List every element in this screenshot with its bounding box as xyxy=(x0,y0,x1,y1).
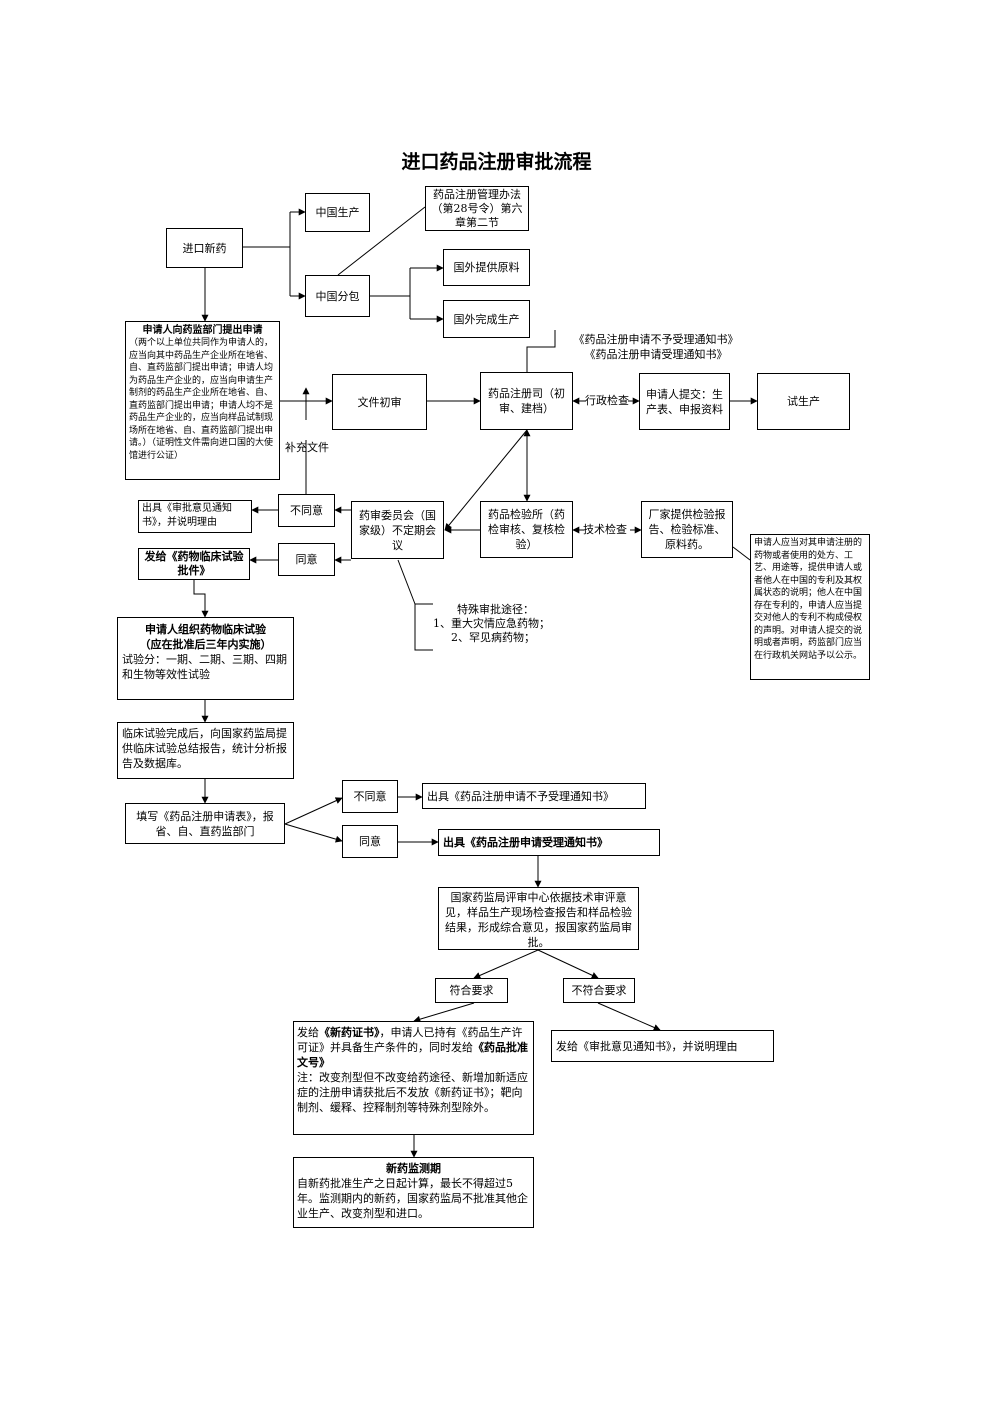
monitoring-title: 新药监测期 xyxy=(386,1162,441,1175)
special-path-item-2: 2、罕见病药物； xyxy=(451,631,535,644)
cert-text-4: 《药品批准文号》 xyxy=(297,1041,528,1069)
node-applicant-submit: 申请人提交：生产表、申报资料 xyxy=(639,373,730,430)
cert-text-1: 发给 xyxy=(297,1026,319,1039)
node-import-new-drug: 进口新药 xyxy=(166,228,243,268)
application-title: 申请人向药监部门提出申请 xyxy=(142,325,263,336)
node-agree-2: 同意 xyxy=(342,825,398,858)
node-clinical-trial: 申请人组织药物临床试验 （应在批准后三年内实施） 试验分：一期、二期、三期、四期… xyxy=(117,617,294,700)
node-approval-notice-reason: 出具《审批意见通知书》，并说明理由 xyxy=(138,500,252,533)
node-disagree-2: 不同意 xyxy=(342,780,398,813)
node-patent-note: 申请人应当对其申请注册的药物或者使用的处方、工艺、用途等，提供申请人或者他人在中… xyxy=(750,534,870,680)
arrow xyxy=(284,797,343,825)
cert-text-2: 《新药证书》 xyxy=(319,1026,380,1039)
notice-accept-label: 《药品注册申请受理通知书》 xyxy=(584,348,728,361)
node-not-accept-notice: 出具《药品注册申请不予受理通知书》 xyxy=(422,783,646,809)
connector xyxy=(732,546,751,561)
monitoring-body: 自新药批准生产之日起计算，最长不得超过5年。监测期内的新药，国家药监局不批准其他… xyxy=(297,1177,528,1220)
node-trial-production: 试生产 xyxy=(757,373,850,430)
node-fill-application-form: 填写《药品注册申请表》，报省、自、直药监部门 xyxy=(125,803,285,844)
node-regulation-note: 药品注册管理办法（第28号令）第六章第二节 xyxy=(425,186,529,231)
node-initial-review: 文件初审 xyxy=(332,374,427,430)
application-body: （两个以上单位共同作为申请人的，应当向其中药品生产企业所在地省、自、直药监部门提… xyxy=(129,338,274,461)
node-china-production: 中国生产 xyxy=(305,193,370,232)
special-path: 特殊审批途径： 1、重大灾情应急药物； 2、罕见病药物； xyxy=(433,603,573,645)
node-agree-1: 同意 xyxy=(278,543,335,576)
node-inspection-institute: 药品检验所（药检审核、复核检验） xyxy=(480,501,573,558)
clinical-trial-body: 试验分：一期、二期、三期、四期和生物等效性试验 xyxy=(122,653,287,681)
node-china-subpackage: 中国分包 xyxy=(305,275,370,317)
cert-note: 注：改变剂型但不改变给药途径、新增加新适应症的注册申请获批后不发放《新药证书》；… xyxy=(297,1071,528,1114)
special-path-item-1: 1、重大灾情应急药物； xyxy=(433,617,550,630)
node-disagree-1: 不同意 xyxy=(278,494,335,527)
node-not-meets-requirements: 不符合要求 xyxy=(563,978,635,1003)
node-clinical-approval: 发给《药物临床试验批件》 xyxy=(138,548,250,580)
label-admin-inspection: 行政检查 xyxy=(585,394,629,407)
label-tech-inspection: 技术检查 xyxy=(583,523,627,536)
node-meets-requirements: 符合要求 xyxy=(435,978,508,1003)
node-new-drug-certificate: 发给《新药证书》，申请人已持有《药品生产许可证》并具备生产条件的，同时发给《药品… xyxy=(293,1021,534,1135)
connector xyxy=(526,330,556,372)
node-clinical-complete: 临床试验完成后，向国家药监局提供临床试验总结报告，统计分析报告及数据库。 xyxy=(117,722,294,779)
clinical-trial-subtitle: （应在批准后三年内实施） xyxy=(139,638,272,651)
cert-text-3: ，申请人已持有《药品生产许可证》并具备生产条件的，同时发给 xyxy=(297,1026,523,1054)
node-evaluation: 国家药监局评审中心依据技术审评意见，样品生产现场检查报告和样品检验结果，形成综合… xyxy=(438,887,639,950)
notice-not-accept-label: 《药品注册申请不予受理通知书》 xyxy=(573,333,739,346)
clinical-trial-title: 申请人组织药物临床试验 xyxy=(145,623,266,636)
node-application: 申请人向药监部门提出申请 （两个以上单位共同作为申请人的，应当向其中药品生产企业… xyxy=(125,321,280,480)
node-monitoring-period: 新药监测期 自新药批准生产之日起计算，最长不得超过5年。监测期内的新药，国家药监… xyxy=(293,1157,534,1228)
special-path-title: 特殊审批途径： xyxy=(457,603,534,616)
arrow xyxy=(193,580,209,618)
node-foreign-complete-production: 国外完成生产 xyxy=(443,300,530,338)
node-manufacturer-provide: 厂家提供检验报告、检验标准、原料药。 xyxy=(641,501,733,558)
arrow xyxy=(413,1002,475,1023)
arrow xyxy=(284,823,343,843)
page-title: 进口药品注册审批流程 xyxy=(401,151,592,173)
node-accept-notice: 出具《药品注册申请受理通知书》 xyxy=(438,829,660,856)
connector xyxy=(397,559,416,605)
node-review-committee: 药审委员会（国家级）不定期会议 xyxy=(351,501,444,559)
notice-labels: 《药品注册申请不予受理通知书》 《药品注册申请受理通知书》 xyxy=(556,332,756,362)
arrow xyxy=(537,949,599,979)
arrow xyxy=(473,949,539,979)
node-rejection-notice: 发给《审批意见通知书》，并说明理由 xyxy=(551,1030,774,1062)
arrow xyxy=(597,1002,661,1031)
label-supplement-docs: 补充文件 xyxy=(285,441,329,454)
node-registration-dept: 药品注册司（初审、建档） xyxy=(480,372,573,430)
node-foreign-raw-material: 国外提供原料 xyxy=(443,249,530,286)
connector xyxy=(414,603,433,651)
